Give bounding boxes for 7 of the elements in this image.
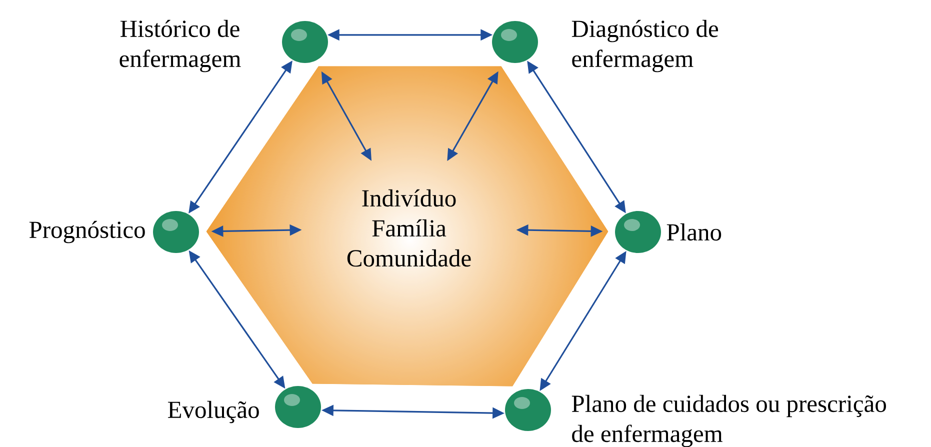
- node-label: Histórico de enfermagem: [120, 20, 241, 72]
- node-label: Prognóstico: [29, 220, 145, 244]
- node-label: Plano de cuidados ou prescrição de enfermagem: [572, 394, 886, 447]
- node-label: Diagnóstico de enfermagem: [572, 20, 718, 72]
- node-label: Evolução: [168, 400, 259, 424]
- center-label: Indivíduo Família Comunidade: [347, 189, 471, 267]
- node-label: Plano: [666, 223, 722, 241]
